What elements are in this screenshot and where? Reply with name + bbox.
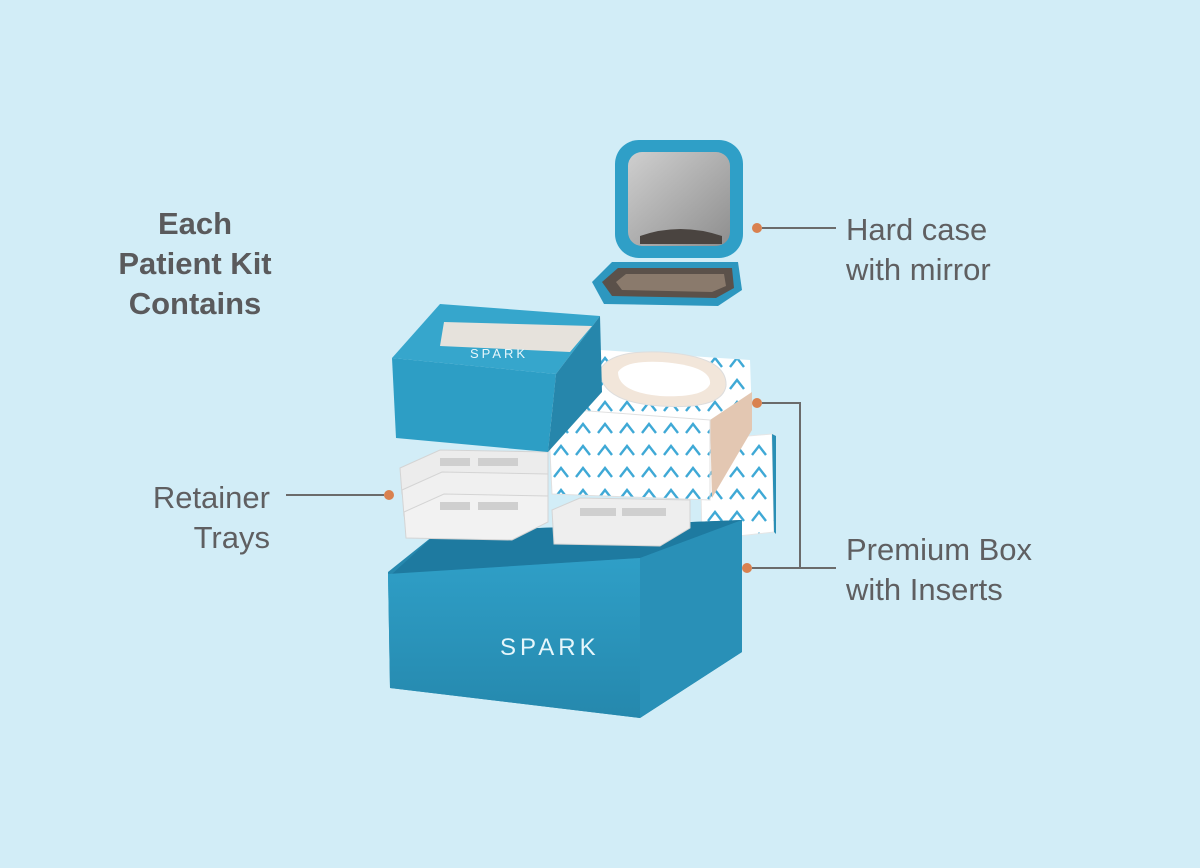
heading-line-1: Each [157,206,233,241]
lid-box-icon: SPARK [392,304,602,452]
hard-case-label: Hard case with mirror [846,210,991,290]
heading-line-3: Contains [128,286,262,321]
hard-case-label-line-2: with mirror [846,252,991,287]
retainer-trays-callout [286,490,394,500]
heading-line-2: Patient Kit [118,246,272,281]
premium-box-icon [388,520,742,718]
retainer-trays-label-line-2: Trays [193,520,270,555]
hard-case-callout [752,223,836,233]
premium-box-label: Premium Box with Inserts [846,530,1032,610]
lid-logo: SPARK [470,346,528,361]
premium-box-label-line-1: Premium Box [846,532,1033,567]
retainer-trays-label: Retainer Trays [110,478,270,558]
retainer-trays-label-line-1: Retainer [152,480,270,515]
hard-case-icon [592,140,743,306]
kit-heading: Each Patient Kit Contains [90,204,300,324]
premium-box-label-line-2: with Inserts [846,572,1003,607]
box-logo: SPARK [500,634,600,661]
premium-box-callout [742,398,836,573]
hard-case-label-line-1: Hard case [846,212,988,247]
retainer-trays-icon [399,449,691,547]
